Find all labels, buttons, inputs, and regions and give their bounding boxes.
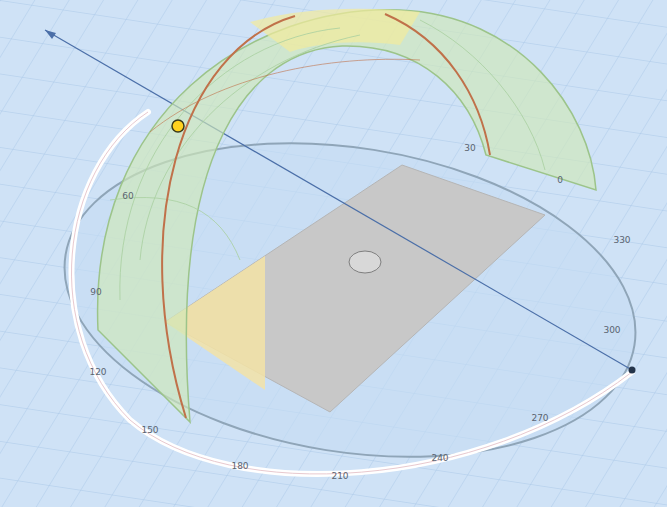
sun-path-line <box>385 14 490 155</box>
observer-disc <box>349 251 381 273</box>
degree-label: 270 <box>531 414 548 423</box>
degree-label: 90 <box>90 288 101 297</box>
summer-band-highlight <box>250 9 420 52</box>
degree-label: 0 <box>557 176 563 185</box>
degree-label: 240 <box>431 454 448 463</box>
degree-label: 120 <box>89 368 106 377</box>
degree-label: 30 <box>464 144 475 153</box>
degree-label: 300 <box>603 326 620 335</box>
degree-label: 180 <box>231 462 248 471</box>
site-plane <box>165 165 545 412</box>
degree-label: 210 <box>331 472 348 481</box>
sun-marker <box>172 120 184 132</box>
sun-path-line <box>162 16 295 418</box>
axis-end-dot <box>629 367 636 374</box>
sun-path-band <box>98 10 596 422</box>
sun-path-line <box>150 59 420 132</box>
degree-label: 150 <box>141 426 158 435</box>
degree-label: 60 <box>122 192 133 201</box>
degree-label: 330 <box>613 236 630 245</box>
axis-arrowhead <box>45 30 56 39</box>
